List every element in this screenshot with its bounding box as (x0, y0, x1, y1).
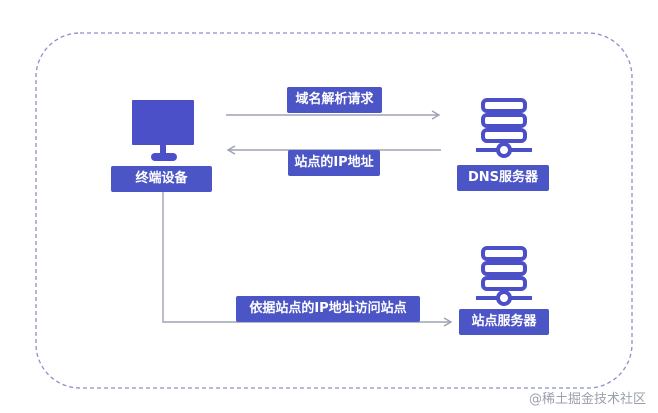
arrow-site-access (162, 192, 453, 327)
watermark: @稀土掘金技术社区 (528, 392, 646, 407)
arrow-dns-request (226, 110, 441, 120)
dns-server-label: DNS服务器 (457, 165, 549, 191)
dns-request-label: 域名解析请求 (287, 87, 382, 113)
site-server-label: 站点服务器 (459, 309, 549, 335)
monitor-icon (132, 100, 194, 161)
dns-server-icon (476, 98, 532, 158)
site-access-label: 依据站点的IP地址访问站点 (236, 296, 420, 322)
terminal-label: 终端设备 (111, 166, 212, 192)
site-server-icon (476, 246, 532, 306)
dns-response-label: 站点的IP地址 (288, 150, 380, 176)
dashed-frame (35, 32, 633, 389)
